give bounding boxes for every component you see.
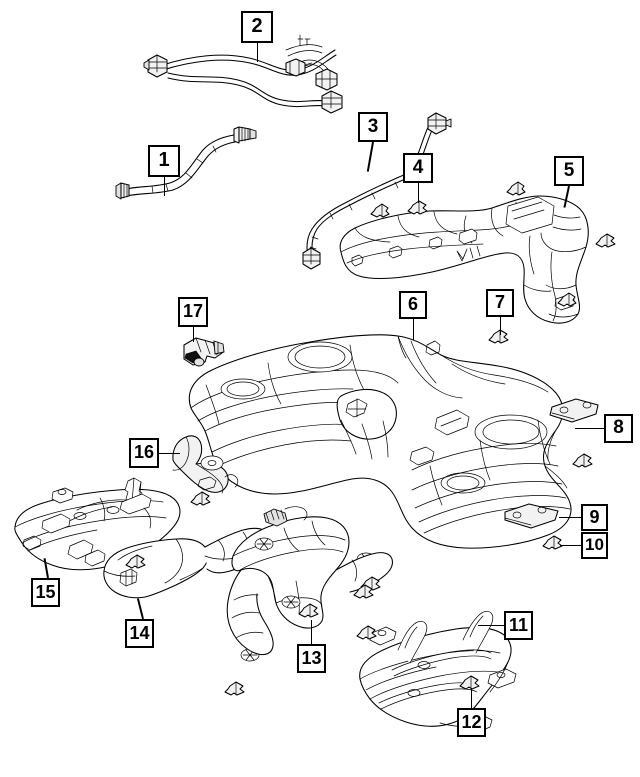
callout-9-label: 9 xyxy=(589,506,600,527)
callout-15[interactable]: 15 xyxy=(31,578,60,607)
connector-clip-2c xyxy=(285,58,306,77)
leader-12 xyxy=(470,688,472,708)
leader-6 xyxy=(412,319,414,340)
leader-13 xyxy=(310,620,312,644)
push-pin-h xyxy=(298,603,319,618)
part-8-tank-strap-bracket-right xyxy=(549,398,599,423)
callout-8[interactable]: 8 xyxy=(604,414,633,443)
callout-6[interactable]: 6 xyxy=(399,291,427,319)
callout-7-label: 7 xyxy=(494,292,505,312)
callout-17-label: 17 xyxy=(182,301,204,321)
leader-4 xyxy=(417,183,419,203)
push-pin-m xyxy=(356,625,377,640)
callout-16[interactable]: 16 xyxy=(129,438,159,468)
callout-12[interactable]: 12 xyxy=(457,708,486,737)
part-4-push-pins xyxy=(370,181,616,344)
hose-end-1a xyxy=(233,126,257,144)
callout-17[interactable]: 17 xyxy=(178,297,208,327)
callout-6-label: 6 xyxy=(407,294,418,314)
part-11-rear-skid-plate xyxy=(359,610,517,734)
leader-11 xyxy=(478,624,504,626)
push-pin-j xyxy=(224,681,245,696)
callout-2-label: 2 xyxy=(251,15,263,37)
leader-2 xyxy=(256,43,258,62)
push-pin-d xyxy=(595,233,616,248)
push-pin-c xyxy=(506,181,526,196)
leader-8 xyxy=(575,427,604,429)
callout-10[interactable]: 10 xyxy=(581,532,608,559)
leader-1 xyxy=(163,177,165,196)
push-pin-e xyxy=(557,292,577,307)
push-pin-k xyxy=(125,554,146,569)
tube-end-3a xyxy=(427,112,452,135)
callout-1[interactable]: 1 xyxy=(148,145,180,177)
callout-1-label: 1 xyxy=(158,149,170,171)
part-9-tank-strap-bracket-rear xyxy=(504,503,559,529)
callout-5[interactable]: 5 xyxy=(554,156,584,186)
callout-13-label: 13 xyxy=(301,647,322,668)
callout-5-label: 5 xyxy=(563,159,575,181)
callout-14[interactable]: 14 xyxy=(125,619,154,648)
part-6-fuel-tank xyxy=(188,334,572,549)
callout-15-label: 15 xyxy=(35,581,56,602)
leader-16 xyxy=(159,452,180,454)
callout-10-label: 10 xyxy=(585,535,604,554)
tube-end-3b xyxy=(302,247,321,270)
callout-12-label: 12 xyxy=(461,711,482,732)
leader-9 xyxy=(559,516,581,518)
push-pin-7 xyxy=(488,329,509,344)
leader-10 xyxy=(560,544,581,546)
part-10-bracket-nut xyxy=(542,535,563,550)
part-12-skid-plate-nut xyxy=(459,675,480,690)
callout-9[interactable]: 9 xyxy=(581,504,608,531)
part-13-center-heat-shield xyxy=(226,506,393,662)
callout-3-label: 3 xyxy=(367,115,379,137)
part-16-tank-support-bracket xyxy=(172,435,239,494)
callout-14-label: 14 xyxy=(129,622,150,643)
callout-8-label: 8 xyxy=(613,417,624,438)
callout-4[interactable]: 4 xyxy=(403,153,433,183)
callout-13[interactable]: 13 xyxy=(297,644,326,673)
callout-7[interactable]: 7 xyxy=(486,289,514,317)
connector-end-2b xyxy=(321,90,343,114)
callout-2[interactable]: 2 xyxy=(241,11,273,43)
connector-end-2a xyxy=(143,54,168,78)
part-2-fuel-line-bundle xyxy=(143,34,343,114)
push-pin-l xyxy=(353,584,374,599)
hose-end-1b xyxy=(115,182,130,200)
part-1-fuel-hose-short xyxy=(115,126,257,200)
callout-4-label: 4 xyxy=(412,156,424,178)
push-pin-b xyxy=(407,200,428,215)
callout-3[interactable]: 3 xyxy=(358,112,388,142)
callout-11-label: 11 xyxy=(508,614,529,635)
push-pin-f xyxy=(572,453,593,468)
callout-16-label: 16 xyxy=(133,442,155,462)
part-17-fuel-pump-connector xyxy=(183,337,225,367)
push-pin-a xyxy=(370,203,390,218)
push-pin-g xyxy=(190,491,211,506)
callout-11[interactable]: 11 xyxy=(504,611,533,640)
connector-clip-2d xyxy=(315,68,338,91)
leader-17 xyxy=(192,327,194,342)
part-5-rear-heat-shield xyxy=(339,195,589,324)
leader-7 xyxy=(499,317,501,335)
